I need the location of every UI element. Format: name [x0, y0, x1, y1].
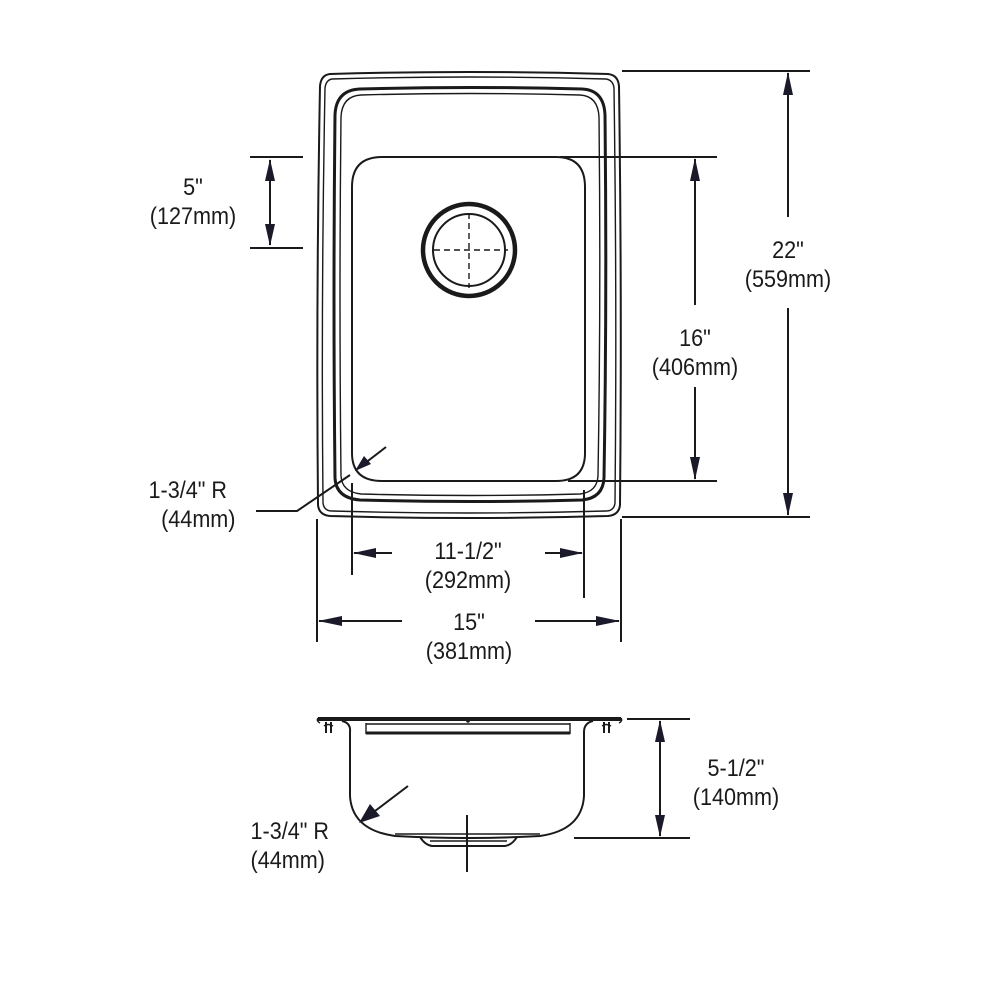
- side-view: [316, 717, 690, 872]
- drain-body: [419, 836, 518, 847]
- dim-bowl-length: [560, 156, 717, 482]
- label-corner-radius-side-metric: (44mm): [250, 847, 325, 874]
- label-bowl-length: 16" (406mm): [637, 324, 754, 382]
- bowl-profile: [341, 720, 594, 839]
- label-corner-radius-top: 1-3/4" R (44mm): [149, 476, 266, 534]
- label-corner-radius-side: 1-3/4" R (44mm): [251, 817, 368, 875]
- dim-overall-length: [622, 70, 810, 518]
- label-overall-width-metric: (381mm): [425, 638, 513, 665]
- dim-corner-radius-side: [359, 785, 409, 823]
- top-view: [250, 70, 810, 642]
- drain-icon: [420, 201, 518, 299]
- label-bowl-width-metric: (292mm): [424, 567, 512, 594]
- label-drain-offset-imperial: 5": [183, 174, 203, 201]
- label-bowl-width-imperial: 11-1/2": [434, 538, 502, 565]
- label-overall-length-metric: (559mm): [744, 266, 832, 293]
- mounting-clip-left: [323, 722, 334, 733]
- label-overall-width-imperial: 15": [453, 609, 485, 636]
- mounting-clip-right: [601, 722, 612, 733]
- dim-depth: [574, 718, 690, 839]
- label-bowl-length-metric: (406mm): [651, 354, 739, 381]
- label-overall-length-imperial: 22": [772, 237, 804, 264]
- dim-bowl-width: [351, 483, 585, 598]
- outer-rim: [316, 71, 622, 519]
- label-depth-imperial: 5-1/2": [707, 755, 765, 782]
- label-overall-width: 15" (381mm): [411, 608, 528, 666]
- label-corner-radius-top-imperial: 1-3/4" R: [148, 477, 228, 504]
- label-drain-offset: 5" (127mm): [135, 173, 252, 231]
- label-overall-length: 22" (559mm): [730, 236, 847, 294]
- dim-drain-offset: [250, 156, 303, 249]
- dim-overall-width: [316, 519, 622, 642]
- inner-rim: [332, 86, 608, 503]
- label-depth-metric: (140mm): [692, 784, 780, 811]
- label-corner-radius-top-metric: (44mm): [161, 506, 236, 533]
- dim-corner-radius-top: [256, 446, 387, 512]
- label-drain-offset-metric: (127mm): [149, 203, 237, 230]
- label-corner-radius-side-imperial: 1-3/4" R: [250, 818, 330, 845]
- label-bowl-length-imperial: 16": [679, 325, 711, 352]
- label-bowl-width: 11-1/2" (292mm): [410, 537, 527, 595]
- bowl-bottom: [351, 156, 586, 482]
- label-depth: 5-1/2" (140mm): [678, 754, 795, 812]
